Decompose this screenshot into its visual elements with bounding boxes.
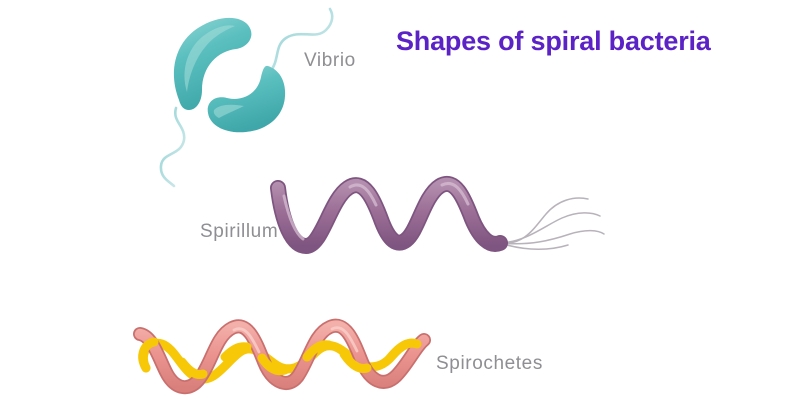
spirillum-group — [270, 176, 605, 254]
spirillum-highlight — [282, 182, 470, 241]
spirochete-body — [134, 320, 430, 393]
label-spirillum: Spirillum — [200, 221, 279, 242]
vibrio-highlight-lower-right — [213, 104, 244, 118]
spirochete-body-shadow — [133, 318, 431, 394]
spirochetes-group — [133, 318, 431, 394]
spirochete-axial-filament-back — [138, 338, 423, 384]
vibrio-flagellum-left — [159, 106, 186, 188]
label-vibrio: Vibrio — [304, 50, 356, 71]
spirillum-body-shadow — [270, 176, 508, 254]
vibrio-cell-lower-right — [207, 65, 286, 133]
label-spirochetes: Spirochetes — [436, 353, 543, 374]
page-title: Shapes of spiral bacteria — [396, 26, 711, 56]
vibrio-cell-upper-left — [173, 17, 252, 110]
spirillum-flagella-tuft — [499, 197, 605, 250]
spirillum-body — [271, 177, 507, 253]
vibrio-highlight-upper-left — [184, 25, 235, 92]
spirochete-highlight — [232, 326, 359, 354]
spirochete-axial-filament-front — [138, 337, 422, 379]
vibrio-group — [159, 7, 334, 188]
